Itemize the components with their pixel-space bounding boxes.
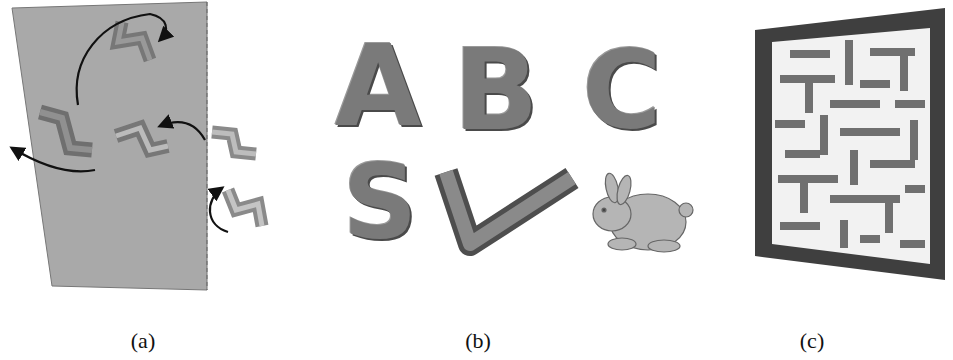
panel-label: (b) xyxy=(465,330,491,352)
plane-edge xyxy=(207,2,208,290)
letter-shape: A xyxy=(335,30,422,142)
panel-label: (a) xyxy=(131,330,155,352)
letter-shape: C xyxy=(582,36,661,144)
pieces xyxy=(40,22,262,226)
maze-frame xyxy=(755,8,945,280)
motion-arrows xyxy=(12,14,228,232)
check-shape xyxy=(446,172,572,244)
panel-label: (c) xyxy=(800,330,824,352)
maze-walls xyxy=(775,40,925,248)
bunny xyxy=(593,172,693,252)
letter-shape: S xyxy=(343,150,418,254)
maze-floor xyxy=(772,28,930,264)
letter-shape: B xyxy=(453,34,538,146)
check-shape-face xyxy=(446,172,572,244)
plane xyxy=(12,2,207,290)
